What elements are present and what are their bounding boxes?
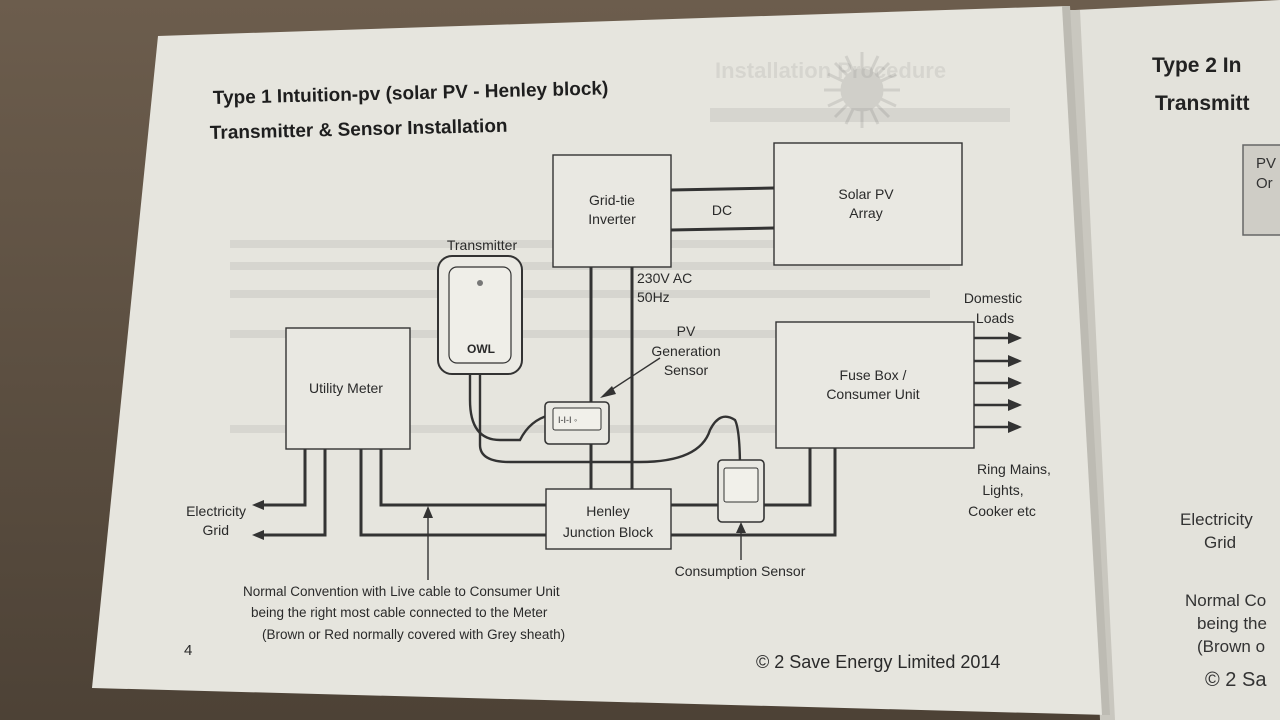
domestic-loads-label-2: Loads: [976, 310, 1014, 326]
grid-arrow-upper: [252, 500, 264, 510]
next-page-note-1: Normal Co: [1185, 591, 1266, 610]
wiring-diagram: I-I-I ◦: [252, 142, 1022, 580]
domestic-loads-label-1: Domestic: [964, 290, 1022, 306]
convention-note-line-2: being the right most cable connected to …: [251, 605, 548, 620]
inverter-box: [552, 154, 672, 268]
grid-cable-lower: [262, 449, 327, 537]
solar-array-box: [773, 142, 963, 266]
convention-note-line-3: (Brown or Red normally covered with Grey…: [262, 627, 565, 642]
grid-arrow-lower: [252, 530, 264, 540]
domestic-load-arrowheads: [1008, 332, 1022, 433]
dc-label: DC: [712, 202, 732, 218]
pv-sensor-lead: [468, 374, 551, 442]
transmitter-label: Transmitter: [447, 237, 518, 253]
next-page-subtitle: Transmitt: [1155, 92, 1250, 115]
pv-generation-sensor-clamp: I-I-I ◦: [544, 401, 610, 445]
inverter-label-2: Inverter: [588, 211, 636, 227]
meter-henley-cable-lower: [359, 449, 546, 537]
pv-sensor-label-2: Generation: [651, 343, 720, 359]
consumption-sensor-clamp: [717, 459, 765, 523]
henley-label-1: Henley: [586, 503, 630, 519]
utility-meter-box: [285, 327, 411, 450]
next-page-grid-label-2: Grid: [1204, 533, 1236, 552]
transmitter-logo: OWL: [467, 342, 495, 356]
pv-sensor-pointer: [607, 357, 661, 393]
copyright: © 2 Save Energy Limited 2014: [756, 652, 1000, 672]
inverter-label-1: Grid-tie: [589, 192, 635, 208]
henley-junction-block: [545, 488, 672, 550]
pv-sensor-label-3: Sensor: [664, 362, 709, 378]
convention-note-line-1: Normal Convention with Live cable to Con…: [243, 584, 560, 599]
solar-array-label-1: Solar PV: [838, 186, 894, 202]
ring-mains-label-2: Lights,: [982, 482, 1023, 498]
dc-cable-lower: [670, 226, 775, 232]
sun-show-through: [824, 52, 900, 128]
utility-meter-label: Utility Meter: [309, 380, 383, 396]
domestic-load-arrows: [974, 336, 1010, 429]
meter-henley-cable-upper: [379, 449, 546, 507]
transmitter-led: [477, 280, 483, 286]
solar-array-label-2: Array: [849, 205, 882, 221]
grid-label-1: Electricity: [186, 503, 246, 519]
fuse-box-label-2: Consumer Unit: [826, 386, 919, 402]
svg-text:Installation Procedure: Installation Procedure: [715, 58, 946, 83]
fuse-box: [775, 321, 975, 449]
pv-sensor-label-1: PV: [677, 323, 696, 339]
next-page-grid-label-1: Electricity: [1180, 510, 1253, 529]
next-page-copyright: © 2 Sa: [1205, 669, 1267, 691]
grid-cable-upper: [262, 449, 307, 507]
henley-fuse-cable-lower: [671, 448, 837, 537]
next-page-box-label-1: PV: [1256, 155, 1276, 172]
next-page-note-3: (Brown o: [1197, 637, 1265, 656]
ac-supply-label-1: 230V AC: [637, 270, 692, 286]
fuse-box-label-1: Fuse Box /: [840, 367, 907, 383]
next-page-box: [1242, 144, 1280, 236]
ring-mains-label-3: Cooker etc: [968, 503, 1036, 519]
ring-mains-label-1: Ring Mains,: [977, 461, 1051, 477]
next-page-note-2: being the: [1197, 614, 1267, 633]
consumption-sensor-lead: [478, 374, 742, 471]
dc-cable-upper: [670, 186, 775, 192]
page-number: 4: [184, 642, 192, 659]
svg-text:I-I-I ◦: I-I-I ◦: [558, 415, 577, 425]
henley-label-2: Junction Block: [563, 524, 654, 540]
next-page-title: Type 2 In: [1152, 54, 1241, 77]
consumption-sensor-label: Consumption Sensor: [675, 563, 806, 579]
ac-supply-label-2: 50Hz: [637, 289, 670, 305]
next-page-box-label-2: Or: [1256, 175, 1273, 192]
grid-label-2: Grid: [203, 522, 229, 538]
